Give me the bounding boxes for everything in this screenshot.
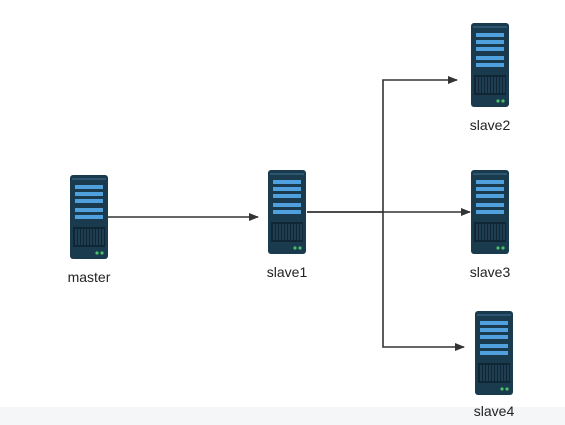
edge-slave1-slave2 bbox=[307, 76, 458, 213]
server-rack-icon bbox=[70, 175, 108, 259]
bottom-band bbox=[0, 407, 565, 425]
server-rack-icon bbox=[471, 170, 509, 254]
node-label: slave2 bbox=[469, 117, 511, 133]
node-label: slave4 bbox=[473, 403, 515, 419]
server-rack-icon bbox=[475, 311, 513, 395]
server-rack-icon bbox=[268, 170, 306, 254]
edge-slave1-slave4 bbox=[382, 212, 465, 351]
node-label: slave3 bbox=[469, 264, 511, 280]
node-label: slave1 bbox=[266, 264, 308, 280]
server-rack-icon bbox=[471, 23, 509, 107]
node-label: master bbox=[67, 269, 111, 285]
